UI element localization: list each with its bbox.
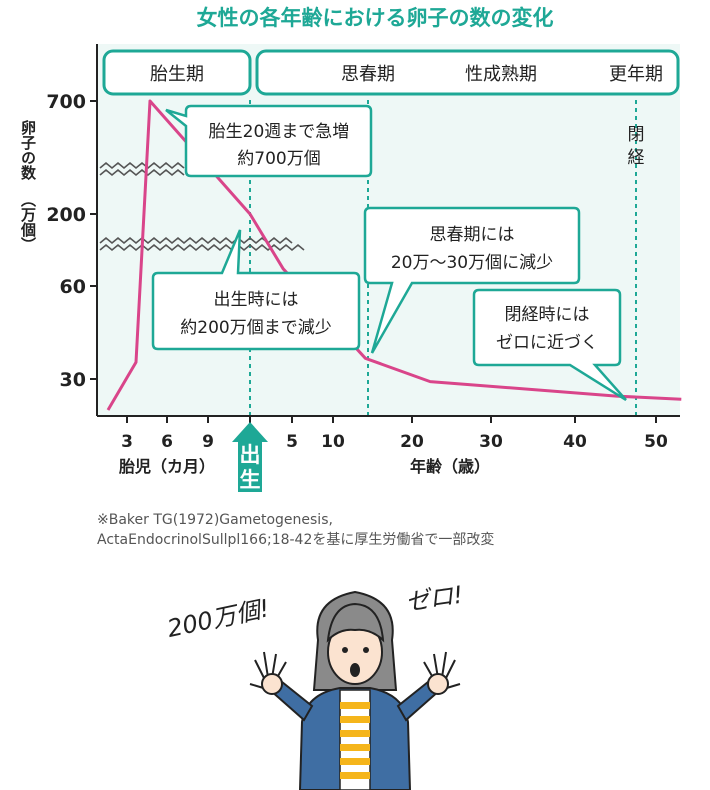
- callout-fetal-peak: [165, 104, 373, 178]
- x-ticks: [126, 416, 657, 423]
- phase-box-fetal: [102, 49, 252, 96]
- callout-at-birth: [151, 229, 361, 351]
- menopause-label-1: 閉: [628, 125, 645, 145]
- x-tick-label-fetal-9: 9: [202, 432, 214, 452]
- y-tick-label-200: 200: [46, 204, 86, 226]
- chart-title: 女性の各年齢における卵子の数の変化: [197, 6, 554, 30]
- phase-label-menopause: 更年期: [609, 64, 663, 85]
- surprised-woman-illustration: [249, 590, 461, 790]
- callout-fetal-peak-line2: 約700万個: [237, 149, 320, 169]
- axis-break-upper: [99, 161, 185, 177]
- y-tick-label-60: 60: [60, 276, 86, 298]
- callout-menopause-line2: ゼロに近づく: [496, 333, 598, 353]
- x-label-age: 年齢（歳）: [410, 457, 490, 476]
- source-note-line2: ActaEndocrinolSullpl166;18-42を基に厚生労働省で一部…: [97, 531, 494, 548]
- y-tick-label-30: 30: [60, 369, 86, 391]
- illustration-text-right: ゼロ!: [404, 581, 465, 617]
- birth-arrow-icon: [232, 422, 268, 492]
- x-tick-label-age-20: 20: [400, 432, 424, 452]
- illustration-text-left: 200万個!: [165, 594, 272, 643]
- series-points: [107, 100, 682, 411]
- y-axis-label-unit: （万個）: [19, 192, 37, 252]
- phase-box-postnatal: [255, 49, 680, 96]
- callout-menopause-line1: 閉経時には: [505, 305, 590, 325]
- x-tick-label-fetal-3: 3: [121, 432, 133, 452]
- birth-label-2: 生: [240, 468, 261, 492]
- phase-label-mature: 性成熟期: [465, 64, 537, 85]
- callout-puberty: [363, 206, 581, 354]
- source-note-line1: ※Baker TG(1972)Gametogenesis,: [97, 512, 333, 528]
- phase-label-puberty: 思春期: [341, 64, 395, 85]
- phase-label-fetal: 胎生期: [150, 64, 204, 85]
- callout-puberty-line2: 20万〜30万個に減少: [391, 253, 553, 273]
- birth-label-1: 出: [240, 443, 261, 467]
- callout-menopause: [472, 288, 627, 402]
- x-tick-label-age-10: 10: [321, 432, 345, 452]
- y-axis-label-main: 卵子の数: [19, 119, 37, 181]
- callout-puberty-line1: 思春期には: [430, 225, 515, 245]
- x-tick-label-age-30: 30: [479, 432, 503, 452]
- x-tick-label-age-40: 40: [563, 432, 587, 452]
- menopause-label-2: 経: [628, 148, 645, 168]
- x-tick-label-age-50: 50: [644, 432, 668, 452]
- x-label-fetal: 胎児（カ月）: [119, 457, 215, 476]
- y-tick-label-700: 700: [46, 91, 86, 113]
- x-tick-label-age-5: 5: [286, 432, 298, 452]
- callout-at-birth-line1: 出生時には: [214, 290, 299, 310]
- x-tick-label-fetal-6: 6: [161, 432, 173, 452]
- callout-at-birth-line2: 約200万個まで減少: [180, 318, 331, 338]
- callout-fetal-peak-line1: 胎生20週まで急増: [209, 122, 350, 142]
